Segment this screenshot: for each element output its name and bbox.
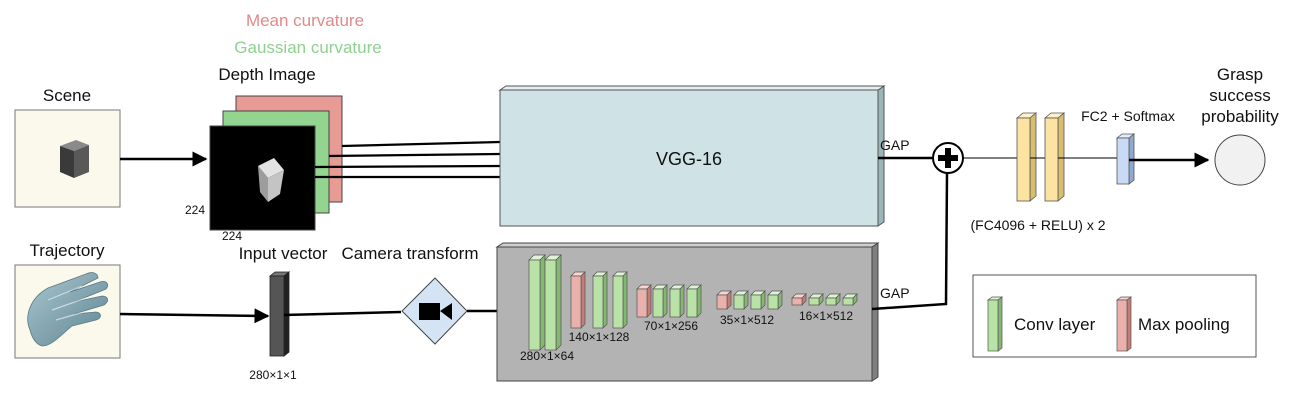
cnn-to-sum-line xyxy=(871,172,949,311)
camera-transform-label: Camera transform xyxy=(342,244,479,263)
conv-layer-3 xyxy=(592,271,608,329)
conv-group-label-2: 140×1×128 xyxy=(569,330,630,344)
legend-conv-label: Conv layer xyxy=(1014,315,1096,334)
conv-group-label-1: 280×1×64 xyxy=(520,349,574,363)
conv-group-label-5: 16×1×512 xyxy=(799,309,853,323)
legend-frame xyxy=(972,274,1257,358)
hand-icon xyxy=(27,272,108,347)
fc2-softmax-label: FC2 + Softmax xyxy=(1081,108,1175,124)
legend-conv-swatch xyxy=(986,296,1004,352)
conv-layer-10 xyxy=(767,290,783,310)
conv-layer-1 xyxy=(528,254,546,351)
fc4096-layers xyxy=(1015,112,1117,202)
input-vector-label: Input vector xyxy=(239,244,328,263)
conv-layer-12 xyxy=(825,293,841,306)
video-camera-icon xyxy=(419,303,452,320)
conv-layer-5 xyxy=(652,284,668,318)
conv-layer-11 xyxy=(808,293,824,306)
legend-pool-label: Max pooling xyxy=(1138,315,1230,334)
conv-group-label-4: 35×1×512 xyxy=(720,313,774,327)
conv-group-labels: 280×1×64 140×1×128 70×1×256 35×1×512 16×… xyxy=(520,309,853,363)
conv-layer-8 xyxy=(733,290,749,310)
grasp-probability-output xyxy=(1214,134,1266,186)
trajectory-to-vector-line xyxy=(119,308,270,324)
fc4096-layer-1 xyxy=(1015,112,1038,202)
trajectory-image xyxy=(14,264,121,359)
vgg16-block: VGG-16 xyxy=(498,85,886,227)
vector-to-camera-line xyxy=(283,310,402,317)
sum-node xyxy=(932,142,964,174)
depth-height-label: 224 xyxy=(222,229,242,243)
conv-layer-4 xyxy=(612,271,628,329)
pool-layer-1 xyxy=(570,271,586,329)
gap-bottom-label: GAP xyxy=(880,285,910,301)
trajectory-label: Trajectory xyxy=(30,241,105,260)
scene-label: Scene xyxy=(43,86,91,105)
depth-image-stack xyxy=(209,95,343,231)
scene-image xyxy=(14,109,121,208)
stack-to-vgg-lines xyxy=(314,140,501,179)
depth-image-label: Depth Image xyxy=(218,65,315,84)
conv-layer-13 xyxy=(842,293,858,306)
gaussian-curvature-label: Gaussian curvature xyxy=(234,38,381,57)
grasp-label-line3: probability xyxy=(1201,107,1279,126)
fc4096-layer-2 xyxy=(1043,112,1066,202)
conv-layer-9 xyxy=(750,290,766,310)
mean-curvature-label: Mean curvature xyxy=(246,11,364,30)
pool-layer-3 xyxy=(716,290,732,310)
conv-group-label-3: 70×1×256 xyxy=(644,319,698,333)
cnn-layers xyxy=(528,254,858,351)
grasp-label-line1: Grasp xyxy=(1217,65,1263,84)
vgg16-label: VGG-16 xyxy=(656,149,722,169)
gap-top-label: GAP xyxy=(880,137,910,153)
fc4096-label: (FC4096 + RELU) x 2 xyxy=(971,217,1106,233)
legend-pool-swatch xyxy=(1115,296,1133,352)
conv-layer-6 xyxy=(669,284,685,318)
conv-layer-2 xyxy=(544,254,562,351)
pool-layer-4 xyxy=(791,293,807,306)
pool-layer-2 xyxy=(636,284,652,318)
input-vector-bar xyxy=(268,271,291,357)
input-vector-size-label: 280×1×1 xyxy=(249,368,297,382)
legend: Conv layer Max pooling xyxy=(972,274,1257,358)
depth-width-label: 224 xyxy=(185,203,205,217)
grasp-label-line2: success xyxy=(1209,86,1270,105)
conv-layer-7 xyxy=(686,284,702,318)
depth-object xyxy=(258,158,284,202)
camera-transform-node xyxy=(401,277,468,345)
